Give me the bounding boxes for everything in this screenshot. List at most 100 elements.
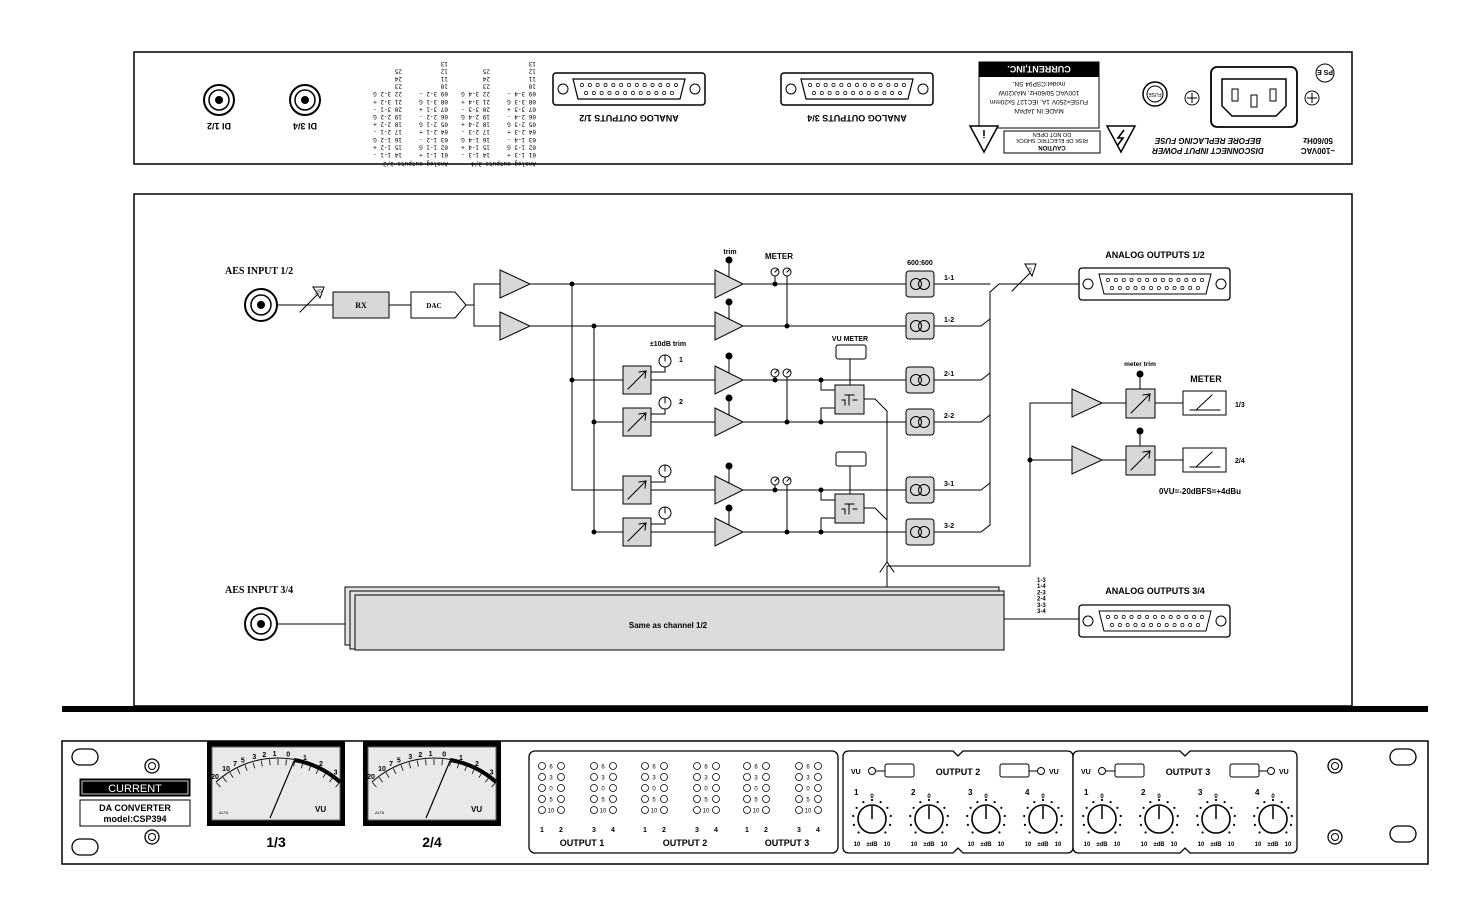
vu-select-led-icon: [1267, 767, 1275, 775]
dsub-pin: [646, 91, 651, 95]
dsub-pin: [878, 83, 883, 87]
pin-row: 24: [394, 75, 402, 82]
dsub-pin: [1200, 615, 1204, 619]
knob-low-label: 10: [1084, 842, 1091, 848]
led-col-label: 2: [764, 827, 768, 834]
vu-scale-label: 0: [442, 752, 446, 759]
meter-trim-box-2: [1125, 445, 1156, 476]
dsub-pin: [823, 83, 828, 87]
pin-row: 09 3-4 -: [507, 90, 536, 97]
transformer-block: [905, 270, 935, 298]
pin-table-34-title: Analog outputs 3/4: [471, 160, 536, 167]
analog-outputs-34-label: ANALOG OUTPUTS 3/4: [807, 113, 907, 123]
output-label: 3-1: [944, 481, 954, 488]
output-amp: [714, 311, 745, 341]
led-icon: [743, 784, 751, 792]
led-level-label: 3: [549, 776, 553, 782]
output-group-label: OUTPUT 3: [765, 838, 810, 848]
dsub-pin: [623, 91, 628, 95]
transformer-block: [905, 408, 935, 436]
dsub-pin: [634, 83, 639, 87]
vu-select-button[interactable]: [884, 763, 915, 778]
knob-high-label: 10: [1171, 842, 1178, 848]
led-level-label: 6: [704, 765, 708, 771]
led-level-label: 0: [549, 787, 553, 793]
led-icon: [762, 762, 770, 770]
knob-zero-label: 0: [927, 794, 931, 800]
led-icon: [795, 795, 803, 803]
knob-db-label: ±dB: [1153, 842, 1165, 848]
vu-select-led-icon: [1037, 767, 1045, 775]
vu-scale-label: 20: [367, 774, 375, 781]
led-level-label: 6: [601, 765, 605, 771]
dsub-pin: [603, 83, 608, 87]
screw-icons: [144, 758, 1343, 845]
trim-point-icon: [725, 298, 733, 306]
dsub-pin: [1106, 615, 1110, 619]
knob-zero-label: 0: [1271, 794, 1275, 800]
dsub-pin: [1110, 623, 1114, 627]
dsub-pin: [870, 83, 875, 87]
di-12-label: DI 1/2: [207, 121, 231, 131]
vu-select-button[interactable]: [1229, 763, 1260, 778]
vu-scale-label: 2: [319, 761, 323, 768]
dsub-pin: [902, 83, 906, 87]
led-icon: [590, 773, 598, 781]
vu-scale-label: 5: [397, 758, 401, 765]
led-icon: [590, 795, 598, 803]
pin-table-34: Analog outputs 3/4 01 1-3 +02 1-3 G03 1-…: [461, 60, 536, 167]
dsub-pin: [898, 91, 902, 95]
dsub-pin: [1160, 278, 1165, 282]
dsub-pin: [851, 91, 856, 95]
knob-number: 2: [1141, 788, 1146, 797]
dsub-pin: [587, 83, 592, 87]
knob-number: 1: [854, 788, 859, 797]
dsub-pin: [1133, 623, 1138, 627]
meter-display-1: [1182, 390, 1227, 416]
led-level-label: 5: [704, 798, 708, 804]
knob-low-label: 10: [968, 842, 975, 848]
led-level-label: 3: [652, 776, 656, 782]
pin-row: 12: [440, 67, 448, 74]
pin-row: 18 2-4 +: [461, 121, 490, 128]
pin-row: 09 3-2 -: [419, 90, 448, 97]
pin-row: 14 1-1 -: [373, 151, 402, 158]
vu-select-led-icon: [1098, 767, 1106, 775]
pin-row: 25: [482, 67, 490, 74]
dsub-pin: [1196, 286, 1200, 290]
dsub-pin: [819, 91, 824, 95]
led-icon: [743, 806, 751, 814]
vu-select-button[interactable]: [999, 763, 1030, 778]
led-icon: [762, 784, 770, 792]
led-icon: [609, 784, 617, 792]
dsub-pin: [1117, 286, 1122, 290]
pin-row: 15 1-4 +: [461, 143, 490, 150]
vu-select-button[interactable]: [1114, 763, 1145, 778]
di-12-bnc-connector: [203, 84, 235, 116]
led-level-label: 0: [601, 787, 605, 793]
led-icon: [795, 773, 803, 781]
led-level-label: 10: [703, 809, 710, 815]
dsub-pin: [1196, 623, 1200, 627]
dsub-pin: [890, 91, 895, 95]
led-level-label: 5: [754, 798, 758, 804]
pin-row: 21 3-4 +: [461, 98, 490, 105]
rx-block: [332, 291, 390, 319]
transformer-block: [905, 366, 935, 394]
info-triangle-icon: i: [968, 125, 1000, 154]
knob-low-label: 10: [1255, 842, 1262, 848]
divider-bar: [62, 706, 1428, 712]
dsub-pin: [1184, 278, 1189, 282]
dsub-pin: [1200, 278, 1204, 282]
pin-row: 02 1-3 G: [507, 143, 536, 150]
led-col-label: 1: [540, 827, 544, 834]
analog-outputs-34-dsub: [780, 72, 934, 106]
dsub-pin: [1188, 286, 1193, 290]
vu-select-led-icon: [868, 767, 876, 775]
led-icon: [795, 784, 803, 792]
knob-number: 4: [1025, 788, 1030, 797]
led-icon: [557, 806, 565, 814]
vu-text: VU: [315, 805, 326, 814]
